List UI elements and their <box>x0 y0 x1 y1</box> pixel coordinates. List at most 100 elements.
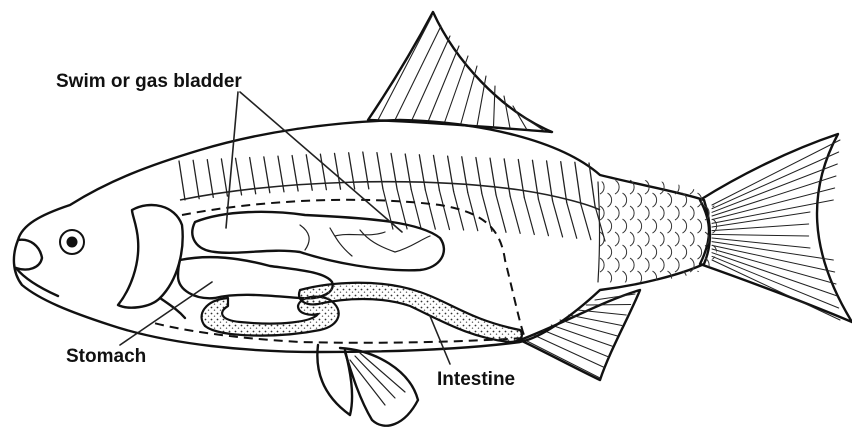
stomach-label: Stomach <box>66 347 146 366</box>
rib <box>553 201 563 237</box>
scale <box>638 219 642 233</box>
fin-ray <box>504 96 510 128</box>
scale <box>690 180 694 194</box>
fin-ray <box>560 320 618 336</box>
rib <box>524 198 534 235</box>
scale <box>615 206 619 220</box>
scale <box>698 245 702 259</box>
fin-ray <box>525 340 600 378</box>
scale <box>668 219 672 233</box>
scale <box>653 271 657 285</box>
scale <box>653 193 657 207</box>
fin-ray <box>378 16 432 120</box>
rib <box>538 199 548 235</box>
swim-bladder-label: Swim or gas bladder <box>56 72 242 91</box>
scale <box>600 180 604 194</box>
rib <box>411 189 421 228</box>
scale <box>698 271 702 285</box>
scale <box>638 193 642 207</box>
rib <box>581 204 591 239</box>
rib <box>510 196 520 233</box>
scale <box>675 206 679 220</box>
rib-spine <box>179 161 185 200</box>
rib-spine <box>377 153 383 189</box>
scale <box>630 206 634 220</box>
scale <box>623 271 627 285</box>
scale <box>623 245 627 259</box>
rib-spine <box>419 155 425 190</box>
fin-ray <box>444 56 468 124</box>
scale <box>683 219 687 233</box>
rib-spine <box>561 162 567 203</box>
scale <box>690 232 694 246</box>
scale <box>615 232 619 246</box>
scale <box>645 284 649 298</box>
scale <box>698 219 702 233</box>
scale <box>645 206 649 220</box>
scale <box>608 245 612 259</box>
fin-ray <box>712 249 836 284</box>
dorsal-fin <box>368 12 552 132</box>
scale <box>668 193 672 207</box>
scale <box>645 258 649 272</box>
fin-ray <box>569 315 622 326</box>
rib-spine <box>476 157 482 193</box>
scale <box>638 245 642 259</box>
scale-boundary <box>598 182 600 282</box>
scale <box>705 180 709 194</box>
rib-spine <box>207 160 213 198</box>
scale <box>668 271 672 285</box>
rib-spine <box>335 153 341 189</box>
scale <box>675 284 679 298</box>
scale <box>615 258 619 272</box>
gill-cover <box>118 205 185 318</box>
scale <box>645 232 649 246</box>
rib <box>567 203 577 239</box>
rib <box>439 191 449 230</box>
rib-spine <box>221 159 227 196</box>
scale <box>720 284 724 298</box>
scale <box>705 284 709 298</box>
fin-ray <box>461 66 478 125</box>
scale <box>653 245 657 259</box>
rib-spine <box>518 160 524 198</box>
scale <box>690 206 694 220</box>
fin-ray <box>428 46 460 123</box>
scale <box>728 219 732 233</box>
scale <box>630 232 634 246</box>
rib-spine <box>532 160 538 199</box>
fin-ray <box>712 256 839 308</box>
scale <box>608 271 612 285</box>
rib <box>468 193 478 231</box>
rib <box>454 192 464 230</box>
fin-ray <box>494 86 496 127</box>
intestine-label: Intestine <box>437 370 515 389</box>
scale <box>660 206 664 220</box>
scale <box>728 245 732 259</box>
scale <box>623 219 627 233</box>
fin-ray <box>522 116 543 130</box>
rib-spine <box>433 155 439 190</box>
rib <box>425 190 435 229</box>
fin-ray <box>586 305 630 306</box>
swim-bladder <box>192 212 444 270</box>
rib-spine <box>193 160 199 198</box>
rib-spine <box>405 154 411 189</box>
scales <box>600 180 732 298</box>
scale <box>660 284 664 298</box>
scale <box>690 284 694 298</box>
eye <box>60 230 84 254</box>
rib-spine <box>504 159 510 196</box>
pelvic-fin <box>317 345 418 426</box>
fish-body <box>14 120 710 352</box>
scale <box>630 258 634 272</box>
scale <box>660 258 664 272</box>
scale <box>668 245 672 259</box>
caudal-fin <box>700 134 852 322</box>
rib-spine <box>349 153 355 189</box>
scale <box>615 180 619 194</box>
rib-spine <box>236 158 242 195</box>
scale <box>608 193 612 207</box>
scale <box>675 232 679 246</box>
